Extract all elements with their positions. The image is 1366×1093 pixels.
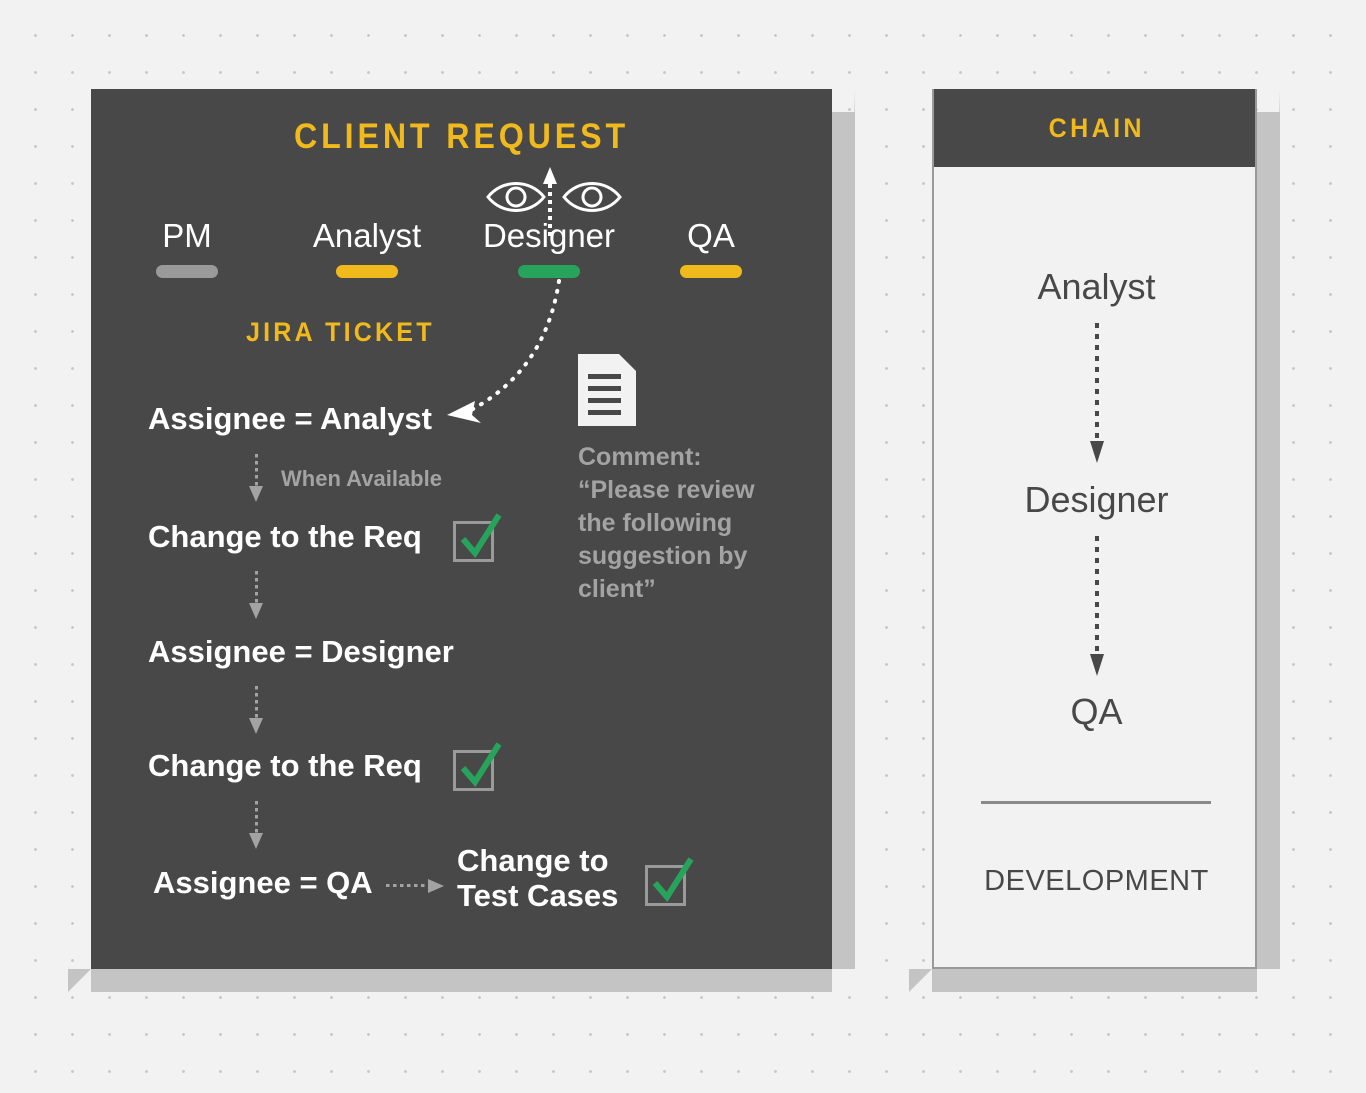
role-column-designer: Designer	[474, 217, 624, 278]
role-label-qa: QA	[687, 217, 735, 254]
panel-shadow-corner-bevel	[68, 969, 91, 992]
flow-step-assignee-qa: Assignee = QA	[153, 865, 373, 900]
dotted-arrow-up-icon	[543, 167, 557, 289]
role-column-pm: PM	[112, 217, 262, 278]
dotted-arrow-right-icon	[386, 879, 448, 893]
checkbox-checked-icon[interactable]	[453, 513, 502, 562]
jira-ticket-panel-body: CLIENT REQUEST PM	[91, 89, 832, 969]
chain-node-qa: QA	[1070, 691, 1123, 732]
role-bar-pm	[156, 265, 218, 278]
role-label-pm: PM	[162, 217, 212, 254]
dotted-arrow-down-icon	[249, 801, 263, 849]
chain-panel-header: CHAIN	[934, 89, 1255, 167]
dotted-arrow-down-icon	[249, 686, 263, 734]
client-request-title: CLIENT REQUEST	[294, 117, 629, 156]
flow-step-change-req-2: Change to the Req	[148, 748, 422, 783]
panel-shadow-right	[832, 112, 855, 969]
panel-shadow-corner-bevel	[909, 969, 932, 992]
jira-ticket-panel: CLIENT REQUEST PM	[68, 89, 855, 992]
dotted-arrow-down-icon	[1090, 323, 1104, 463]
role-bar-designer	[518, 265, 580, 278]
jira-ticket-section-title: JIRA TICKET	[246, 317, 435, 347]
chain-panel: CHAIN Analyst Designer QA DEVELOPMENT	[909, 89, 1280, 992]
checkbox-checked-icon[interactable]	[645, 857, 694, 906]
flow-step-assignee-designer: Assignee = Designer	[148, 634, 454, 669]
flow-step-assignee-analyst: Assignee = Analyst	[148, 401, 432, 436]
flow-step-change-test-cases: Change to Test Cases	[457, 843, 619, 913]
role-column-analyst: Analyst	[292, 217, 442, 278]
panel-shadow-right	[1257, 112, 1280, 969]
eye-icon	[484, 167, 624, 227]
edge-label-when-available: When Available	[281, 466, 442, 491]
dotted-curved-arrow-icon	[431, 275, 571, 435]
chain-panel-body: CHAIN Analyst Designer QA DEVELOPMENT	[932, 89, 1257, 969]
role-label-designer: Designer	[482, 217, 616, 254]
document-icon	[578, 354, 636, 426]
dotted-arrow-down-icon	[1090, 536, 1104, 676]
panel-shadow-bottom	[932, 969, 1257, 992]
panel-shadow-bottom	[91, 969, 832, 992]
development-label: DEVELOPMENT	[984, 865, 1209, 897]
dotted-arrow-down-icon	[249, 454, 263, 502]
flow-step-change-req-1: Change to the Req	[148, 519, 422, 554]
role-bar-analyst	[336, 265, 398, 278]
chain-title: CHAIN	[1048, 112, 1145, 143]
role-bar-qa	[680, 265, 742, 278]
comment-text: Comment: “Please review the following su…	[578, 443, 755, 603]
chain-node-designer: Designer	[1024, 479, 1169, 520]
role-label-analyst: Analyst	[312, 217, 422, 254]
role-column-qa: QA	[636, 217, 786, 278]
dotted-arrow-down-icon	[249, 571, 263, 619]
chain-node-analyst: Analyst	[1037, 266, 1156, 307]
divider-line	[981, 801, 1211, 804]
checkbox-checked-icon[interactable]	[453, 742, 502, 791]
